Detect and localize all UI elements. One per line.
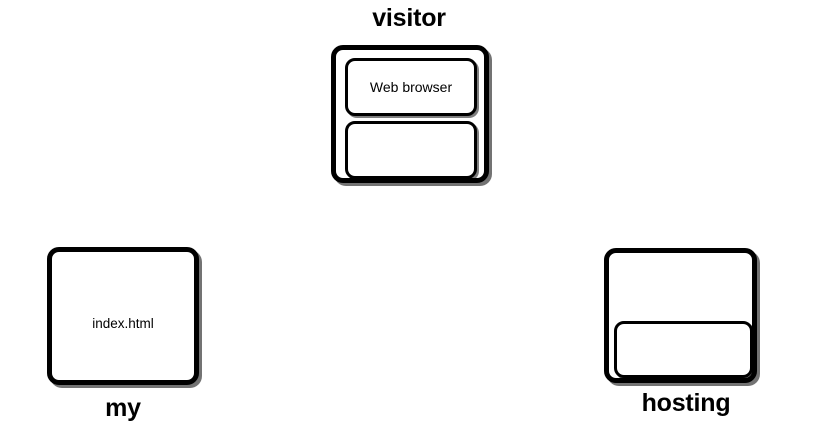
node-label-index-html: index.html bbox=[92, 316, 154, 331]
group-label-hosting: hosting bbox=[641, 389, 731, 417]
group-label-visitor: visitor bbox=[372, 4, 446, 32]
node-hosting-empty[interactable] bbox=[614, 321, 753, 378]
group-box-my[interactable]: index.html bbox=[47, 247, 199, 385]
group-box-hosting[interactable] bbox=[604, 248, 757, 383]
group-label-my: my bbox=[105, 394, 141, 422]
node-label-web-browser: Web browser bbox=[369, 79, 453, 95]
node-visitor-empty[interactable] bbox=[345, 121, 477, 179]
node-web-browser[interactable]: Web browser bbox=[345, 58, 477, 116]
group-box-visitor[interactable]: Web browser bbox=[331, 45, 489, 183]
